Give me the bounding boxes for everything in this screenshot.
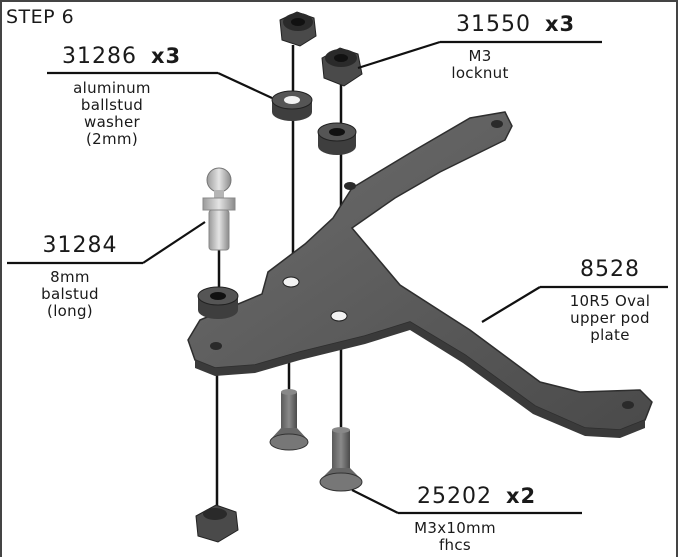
- fhcs-screw-icon: [269, 389, 309, 451]
- part-number: 31286: [62, 44, 137, 69]
- callout-31550: 31550 x3: [450, 12, 630, 37]
- locknut-icon: [195, 504, 239, 543]
- callout-25202-desc: M3x10mm fhcs: [395, 520, 515, 554]
- callout-31284-desc: 8mm balstud (long): [20, 269, 120, 320]
- part-desc-line: plate: [590, 326, 630, 344]
- callout-31550-desc: M3 locknut: [430, 48, 530, 82]
- plate-hole: [330, 310, 348, 322]
- part-number: 8528: [580, 257, 640, 282]
- plate-hole: [622, 401, 634, 409]
- plate-hole: [491, 120, 503, 128]
- callout-31284: 31284: [20, 233, 140, 258]
- washer-icon: [197, 286, 239, 319]
- part-number: 31550: [456, 12, 531, 37]
- part-desc-line: fhcs: [438, 536, 472, 554]
- part-desc-line: balstud: [41, 285, 99, 303]
- part-desc-line: M3: [468, 47, 492, 65]
- part-desc-line: 10R5 Oval: [569, 292, 651, 310]
- locknut-icon: [279, 11, 317, 47]
- part-desc-line: (2mm): [86, 130, 138, 148]
- part-qty: x3: [151, 44, 182, 68]
- plate-hole: [282, 276, 300, 288]
- washer-icon: [271, 90, 313, 121]
- plate-hole: [344, 182, 356, 190]
- upper-pod-plate: [187, 111, 653, 438]
- part-desc-line: ballstud: [80, 96, 144, 114]
- callout-leaders: [7, 40, 668, 515]
- locknut-icon: [321, 47, 363, 87]
- ballstud-icon: [202, 167, 236, 251]
- part-desc-line: locknut: [451, 64, 509, 82]
- part-desc-line: upper pod: [570, 309, 650, 327]
- step-title: STEP 6: [6, 6, 75, 28]
- part-qty: x3: [545, 12, 576, 36]
- callout-8528-desc: 10R5 Oval upper pod plate: [545, 293, 675, 344]
- callout-31286: 31286 x3: [52, 44, 252, 69]
- part-number: 31284: [42, 233, 118, 258]
- part-desc-line: (long): [47, 302, 93, 320]
- part-desc-line: 8mm: [50, 268, 90, 286]
- part-desc-line: aluminum: [73, 79, 151, 97]
- plate-hole: [210, 342, 222, 350]
- callout-31286-desc: aluminum ballstud washer (2mm): [42, 80, 182, 148]
- part-number: 25202: [417, 484, 492, 509]
- callout-8528: 8528: [555, 257, 665, 282]
- part-desc-line: washer: [84, 113, 140, 131]
- part-desc-line: M3x10mm: [414, 519, 496, 537]
- washer-icon: [317, 122, 357, 155]
- callout-25202: 25202 x2: [405, 484, 585, 509]
- part-qty: x2: [506, 484, 537, 508]
- fhcs-screw-icon: [319, 427, 363, 492]
